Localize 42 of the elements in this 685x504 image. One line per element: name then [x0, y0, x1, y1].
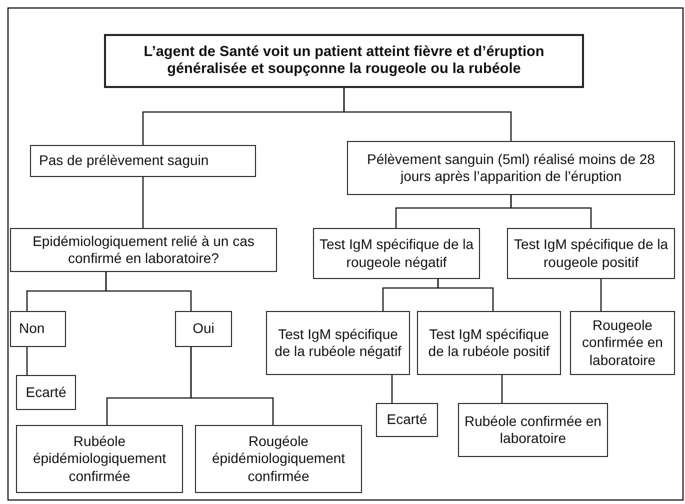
node-text: Epidémiologiquement relié à un cas confirmé en laboratoire?	[32, 232, 256, 268]
process-box	[30, 145, 256, 177]
node-text: Ecarté	[386, 411, 428, 429]
connector-line	[510, 195, 592, 228]
node-text: Ecarté	[26, 384, 66, 402]
node-text: Rougeole confirmée en laboratoire	[581, 316, 664, 370]
connector-line	[26, 347, 28, 375]
node-text: Test IgM spécifique de la rougeole négatif	[318, 236, 475, 271]
process-box	[347, 141, 675, 195]
node-text: Rougéole épidémiologiquement confirmée	[210, 432, 346, 486]
node-text: Pélèvement sanguin (5ml) réalisé moins de 28 jours après l’apparition de l’éruption	[366, 150, 656, 186]
title-box	[104, 34, 584, 88]
node-text: Test IgM spécifique de la rubéole négatif	[274, 326, 402, 360]
connector-line	[437, 279, 494, 311]
connector-line	[600, 279, 602, 311]
process-box	[266, 311, 410, 375]
process-box	[175, 311, 232, 347]
node-text: Test IgM spécifique de la rubéole positif	[427, 326, 551, 360]
node-text: Oui	[192, 320, 214, 338]
connector-line	[343, 88, 512, 141]
process-box	[376, 403, 438, 437]
connector-line	[391, 375, 393, 403]
process-box	[507, 228, 675, 279]
node-text: Non	[19, 320, 45, 338]
process-box	[10, 228, 277, 272]
process-box	[570, 311, 675, 375]
process-box	[458, 403, 608, 457]
node-text: L’agent de Santé voit un patient atteint fièvre et d’éruption généralisée et soupçonne la rougeole ou la rubéole	[142, 44, 546, 78]
node-text: Test IgM spécifique de la rougeole positif	[512, 236, 670, 271]
process-box	[16, 425, 183, 493]
process-box	[417, 311, 561, 375]
node-text: Pas de prélèvement saguin	[39, 152, 209, 170]
connector-line	[190, 347, 274, 425]
node-text: Rubéole confirmée en laboratoire	[464, 412, 602, 448]
process-box	[195, 425, 362, 493]
connector-line	[501, 375, 503, 403]
connector-line	[142, 177, 144, 228]
connector-line	[105, 272, 192, 311]
process-box	[10, 311, 66, 347]
process-box	[313, 228, 480, 279]
process-box	[16, 375, 76, 410]
node-text: Rubéole épidémiologiquement confirmée	[32, 432, 168, 486]
